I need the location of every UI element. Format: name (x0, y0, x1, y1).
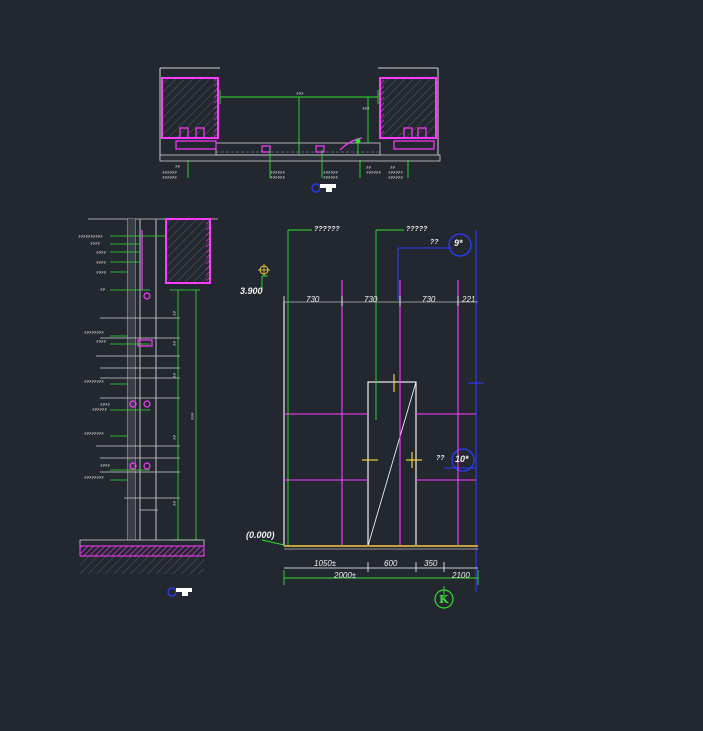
level-top: 3.900 (240, 286, 263, 296)
top-dim-3: 730 (422, 295, 436, 304)
section-label: ?? (100, 287, 105, 292)
plan-label: ?? (366, 165, 371, 170)
section-label: ???? (90, 241, 100, 246)
level-bottom: (0.000) (246, 530, 275, 540)
section-wall (165, 218, 211, 284)
axis-label: K (439, 593, 449, 606)
section-view: ?????????? ???? ???? ???? ???? ?? ??????… (78, 218, 218, 597)
plan-label: ?????? (323, 170, 338, 175)
grid-bubble-9 (448, 233, 472, 257)
plan-label: ?????? (270, 175, 285, 180)
total-dim-right: 2100 (451, 571, 470, 580)
total-dim: 2000± (333, 571, 357, 580)
axis-bubble-k (434, 589, 454, 609)
grid-bubble-10 (451, 448, 475, 472)
tag-1: ?? (430, 239, 439, 246)
plan-label: ?????? (323, 175, 338, 180)
bottom-dim-3: 350 (424, 559, 438, 568)
bubble-10-label: 10* (455, 454, 469, 464)
plan-right-dim: ??? (362, 106, 370, 111)
elevation-view: ?????? ????? ?? ?? 9* 10* 3.900 (0.000) … (240, 226, 484, 609)
top-dim-4: 221 (461, 295, 475, 304)
plan-label: ?? (390, 165, 395, 170)
section-label: ?????????? (78, 234, 103, 239)
section-label: ?????? (92, 407, 107, 412)
section-label: ???? (96, 260, 106, 265)
section-dim-total: ??? (190, 412, 195, 420)
section-label: ???? (100, 463, 110, 468)
plan-label: ?????? (388, 175, 403, 180)
section-label: ???? (96, 250, 106, 255)
section-label: ???? (100, 402, 110, 407)
section-dim: ?? (172, 341, 177, 346)
plan-label: ?????? (162, 170, 177, 175)
section-dim: ?? (172, 435, 177, 440)
section-dim: ?? (172, 373, 177, 378)
top-dim-1: 730 (306, 295, 320, 304)
section-dim: ?? (172, 501, 177, 506)
callout-1: ?????? (314, 226, 340, 233)
section-dim: ?? (172, 311, 177, 316)
section-label: ???????? (84, 379, 104, 384)
plan-label: ?????? (162, 175, 177, 180)
section-label: ???? (96, 339, 106, 344)
right-wall (379, 77, 437, 139)
top-dim-2: 730 (364, 295, 378, 304)
section-label: ???? (96, 270, 106, 275)
plan-label: ?????? (366, 170, 381, 175)
left-wall (161, 77, 219, 139)
bubble-9-label: 9* (454, 238, 463, 248)
bottom-dim-2: 600 (384, 559, 398, 568)
plan-label: ?????? (270, 170, 285, 175)
plan-label: ?? (175, 164, 180, 169)
section-label: ???????? (84, 431, 104, 436)
bottom-dim-1: 1050± (314, 559, 337, 568)
plan-view: ??? ??? ?? ?????? ?????? ?????? ?????? ?… (159, 67, 441, 193)
plan-label: ?????? (388, 170, 403, 175)
plan-center-dim: ??? (296, 91, 304, 96)
section-label: ???????? (84, 475, 104, 480)
tag-2: ?? (436, 455, 445, 462)
section-label: ???????? (84, 330, 104, 335)
section-title-symbol (167, 587, 192, 597)
plan-title-symbol (311, 183, 336, 193)
callout-2: ????? (406, 226, 428, 233)
